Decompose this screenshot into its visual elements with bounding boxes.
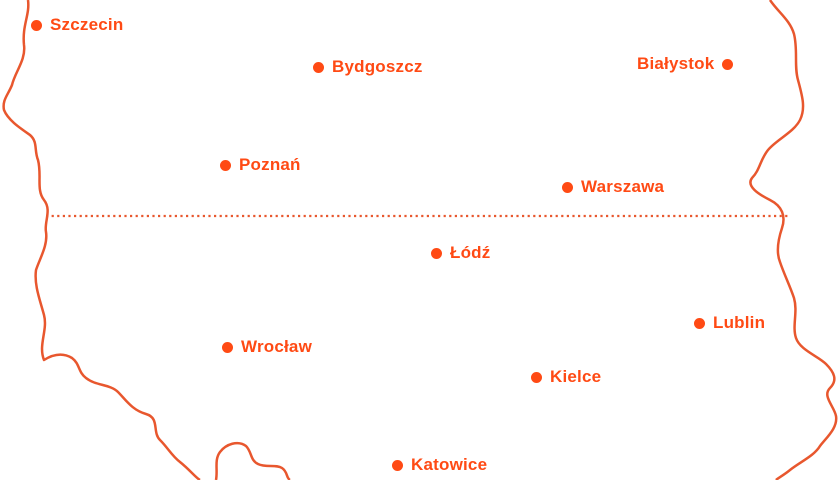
western-border <box>2 0 201 480</box>
eastern-border <box>749 0 838 480</box>
city-bialystok[interactable]: Białystok <box>637 54 734 74</box>
city-label: Katowice <box>411 455 488 474</box>
city-marker-icon <box>220 159 231 171</box>
city-label: Szczecin <box>50 15 124 34</box>
city-marker-icon <box>694 317 705 329</box>
city-lodz[interactable]: Łódź <box>431 243 490 263</box>
city-lublin[interactable]: Lublin <box>694 313 765 333</box>
southern-border <box>214 441 291 480</box>
city-marker-icon <box>531 371 542 383</box>
city-label: Lublin <box>713 313 766 332</box>
city-marker-icon <box>431 247 442 259</box>
city-szczecin[interactable]: Szczecin <box>31 15 123 35</box>
city-label: Białystok <box>637 54 715 73</box>
city-label: Wrocław <box>241 337 312 356</box>
city-kielce[interactable]: Kielce <box>531 367 601 387</box>
city-wroclaw[interactable]: Wrocław <box>222 337 312 357</box>
city-label: Poznań <box>239 155 301 174</box>
city-label: Kielce <box>550 367 602 386</box>
city-label: Bydgoszcz <box>332 57 423 76</box>
city-label: Łódź <box>450 243 491 262</box>
city-bydgoszcz[interactable]: Bydgoszcz <box>313 57 423 77</box>
city-marker-icon <box>722 58 734 70</box>
city-marker-icon <box>392 459 403 471</box>
city-marker-icon <box>562 181 573 193</box>
city-marker-icon <box>313 61 324 73</box>
city-warszawa[interactable]: Warszawa <box>562 177 664 197</box>
city-poznan[interactable]: Poznań <box>220 155 301 175</box>
city-katowice[interactable]: Katowice <box>392 455 487 475</box>
city-label: Warszawa <box>581 177 665 196</box>
city-marker-icon <box>222 341 233 353</box>
city-marker-icon <box>31 19 42 31</box>
